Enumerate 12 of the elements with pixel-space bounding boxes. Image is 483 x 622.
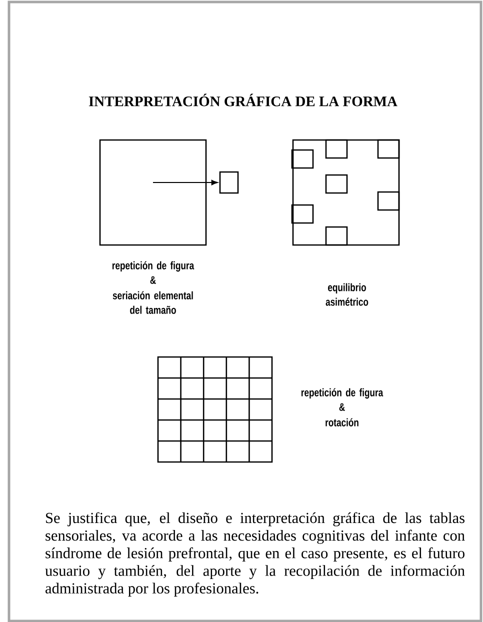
caption-text: & — [339, 403, 345, 411]
square — [99, 139, 207, 246]
paragraph: Se justifica que, el diseño e interpretación gráfica de las tablas sensoriales, va acorde a las necesidades cognitivas del infante con síndrome de lesión prefrontal, que en el caso presente, es el futuro usuario y también, del aporte y la recopilación de información administrada por los profesionales. — [45, 512, 465, 597]
title: INTERPRETACIÓN GRÁFICA DE LA FORMA — [88, 94, 398, 106]
square — [219, 171, 239, 194]
caption-text: rotación — [326, 418, 358, 426]
caption-text: seriación elemental del tamaño — [112, 291, 193, 314]
caption-text: repetición de figura — [301, 388, 384, 399]
caption-text: & — [150, 276, 156, 284]
caption-text: equilibrio asimétrico — [326, 283, 368, 306]
caption-text: repetición de figura — [112, 261, 194, 272]
arrow — [152, 180, 218, 186]
